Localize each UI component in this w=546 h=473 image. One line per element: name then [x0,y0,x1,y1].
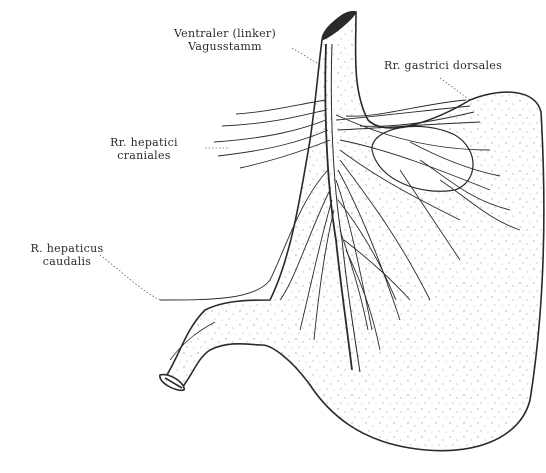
label-hepaticus-caudalis-line1: R. hepaticus [8,242,126,255]
label-vagus-line1: Ventraler (linker) [150,27,300,40]
label-vagus: Ventraler (linker) Vagusstamm [150,27,300,53]
label-hepatici-craniales: Rr. hepatici craniales [82,136,206,162]
label-hepaticus-caudalis: R. hepaticus caudalis [8,242,126,268]
label-gastrici-dorsales: Rr. gastrici dorsales [384,59,502,72]
label-hepaticus-caudalis-line2: caudalis [8,255,126,268]
label-hepatici-craniales-line2: craniales [82,149,206,162]
label-gastrici-dorsales-text: Rr. gastrici dorsales [384,59,502,72]
label-vagus-line2: Vagusstamm [150,40,300,53]
label-hepatici-craniales-line1: Rr. hepatici [82,136,206,149]
